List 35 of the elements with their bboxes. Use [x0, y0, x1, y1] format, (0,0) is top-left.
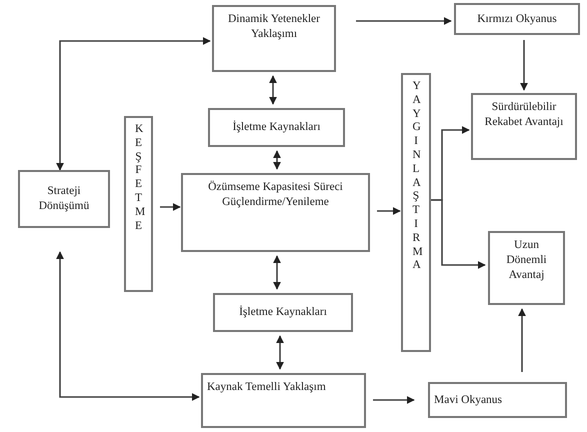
arrow — [431, 199, 486, 269]
process-box — [18, 170, 110, 228]
box-text: Kaynak Temelli Yaklaşım — [207, 380, 326, 395]
box-text: Sürdürülebilir Rekabet Avantajı — [484, 100, 564, 130]
vertical-label-box — [401, 73, 431, 352]
arrow — [273, 255, 281, 290]
process-box — [488, 231, 565, 305]
process-box — [454, 3, 580, 35]
arrow — [518, 308, 526, 372]
arrow — [269, 75, 277, 105]
arrow — [56, 251, 200, 401]
process-box — [181, 173, 370, 252]
process-box — [213, 293, 353, 332]
box-text: Dinamik Yetenekler Yaklaşımı — [227, 12, 321, 42]
arrow — [520, 40, 528, 91]
box-text: Strateji Dönüşümü — [38, 184, 90, 214]
box-text: Özümseme Kapasitesi Süreci Güçlendirme/Yenileme — [207, 180, 344, 210]
process-box — [428, 382, 567, 418]
box-text: Mavi Okyanus — [434, 392, 502, 408]
box-text: İşletme Kaynakları — [239, 305, 327, 320]
arrow — [160, 203, 181, 211]
arrow — [373, 396, 415, 404]
box-text: İşletme Kaynakları — [232, 120, 320, 135]
process-box — [471, 93, 577, 160]
process-box — [201, 373, 366, 428]
arrow — [276, 335, 284, 370]
process-box — [212, 5, 336, 72]
vertical-label-box — [124, 116, 153, 292]
arrow — [56, 37, 211, 171]
arrow — [273, 150, 281, 170]
arrow — [356, 17, 452, 25]
process-box — [208, 108, 345, 147]
arrow — [377, 207, 401, 215]
box-text: Uzun Dönemli Avantaj — [505, 238, 548, 283]
box-text: Kırmızı Okyanus — [477, 12, 557, 26]
